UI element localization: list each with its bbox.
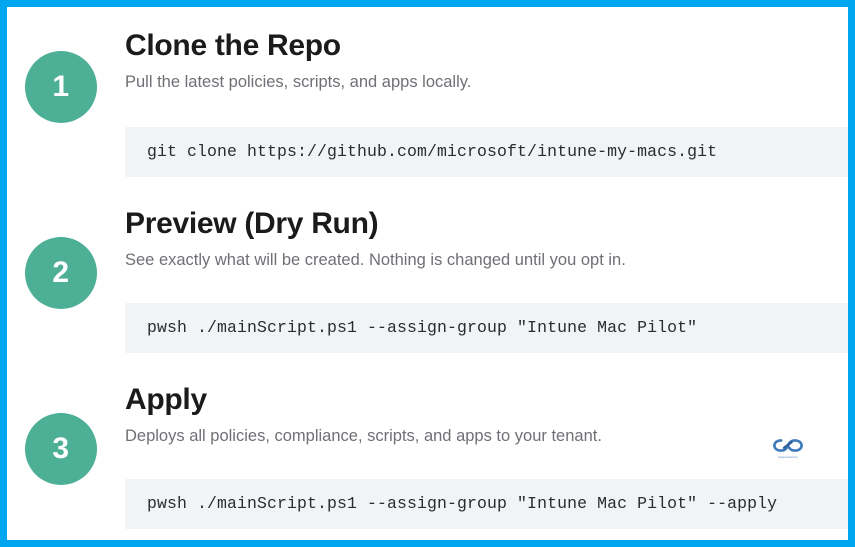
step-description: Deploys all policies, compliance, script… <box>125 426 602 445</box>
command-code-block[interactable]: pwsh ./mainScript.ps1 --assign-group "In… <box>125 479 848 529</box>
command-code-block[interactable]: git clone https://github.com/microsoft/i… <box>125 127 848 177</box>
step-number-badge: 1 <box>25 51 97 123</box>
watermark-logo: cybersecurity <box>766 437 810 467</box>
step-header: 2 Preview (Dry Run) See exactly what wil… <box>7 207 848 309</box>
step-item: 1 Clone the Repo Pull the latest policie… <box>7 7 848 177</box>
watermark-label: cybersecurity <box>777 455 799 459</box>
step-text-group: Clone the Repo Pull the latest policies,… <box>125 29 848 93</box>
step-title: Preview (Dry Run) <box>125 207 379 240</box>
command-code-block[interactable]: pwsh ./mainScript.ps1 --assign-group "In… <box>125 303 848 353</box>
step-header: 3 Apply Deploys all policies, compliance… <box>7 383 848 485</box>
step-description: See exactly what will be created. Nothin… <box>125 250 626 269</box>
step-text-group: Apply Deploys all policies, compliance, … <box>125 383 848 447</box>
step-text-group: Preview (Dry Run) See exactly what will … <box>125 207 848 271</box>
step-title: Clone the Repo <box>125 29 341 62</box>
step-title: Apply <box>125 383 207 416</box>
step-number-badge: 3 <box>25 413 97 485</box>
step-number-badge: 2 <box>25 237 97 309</box>
step-description: Pull the latest policies, scripts, and a… <box>125 72 472 91</box>
infinity-logo-icon <box>773 439 803 452</box>
step-item: 3 Apply Deploys all policies, compliance… <box>7 353 848 529</box>
step-item: 2 Preview (Dry Run) See exactly what wil… <box>7 177 848 353</box>
steps-container: 1 Clone the Repo Pull the latest policie… <box>7 7 848 540</box>
step-header: 1 Clone the Repo Pull the latest policie… <box>7 29 848 123</box>
